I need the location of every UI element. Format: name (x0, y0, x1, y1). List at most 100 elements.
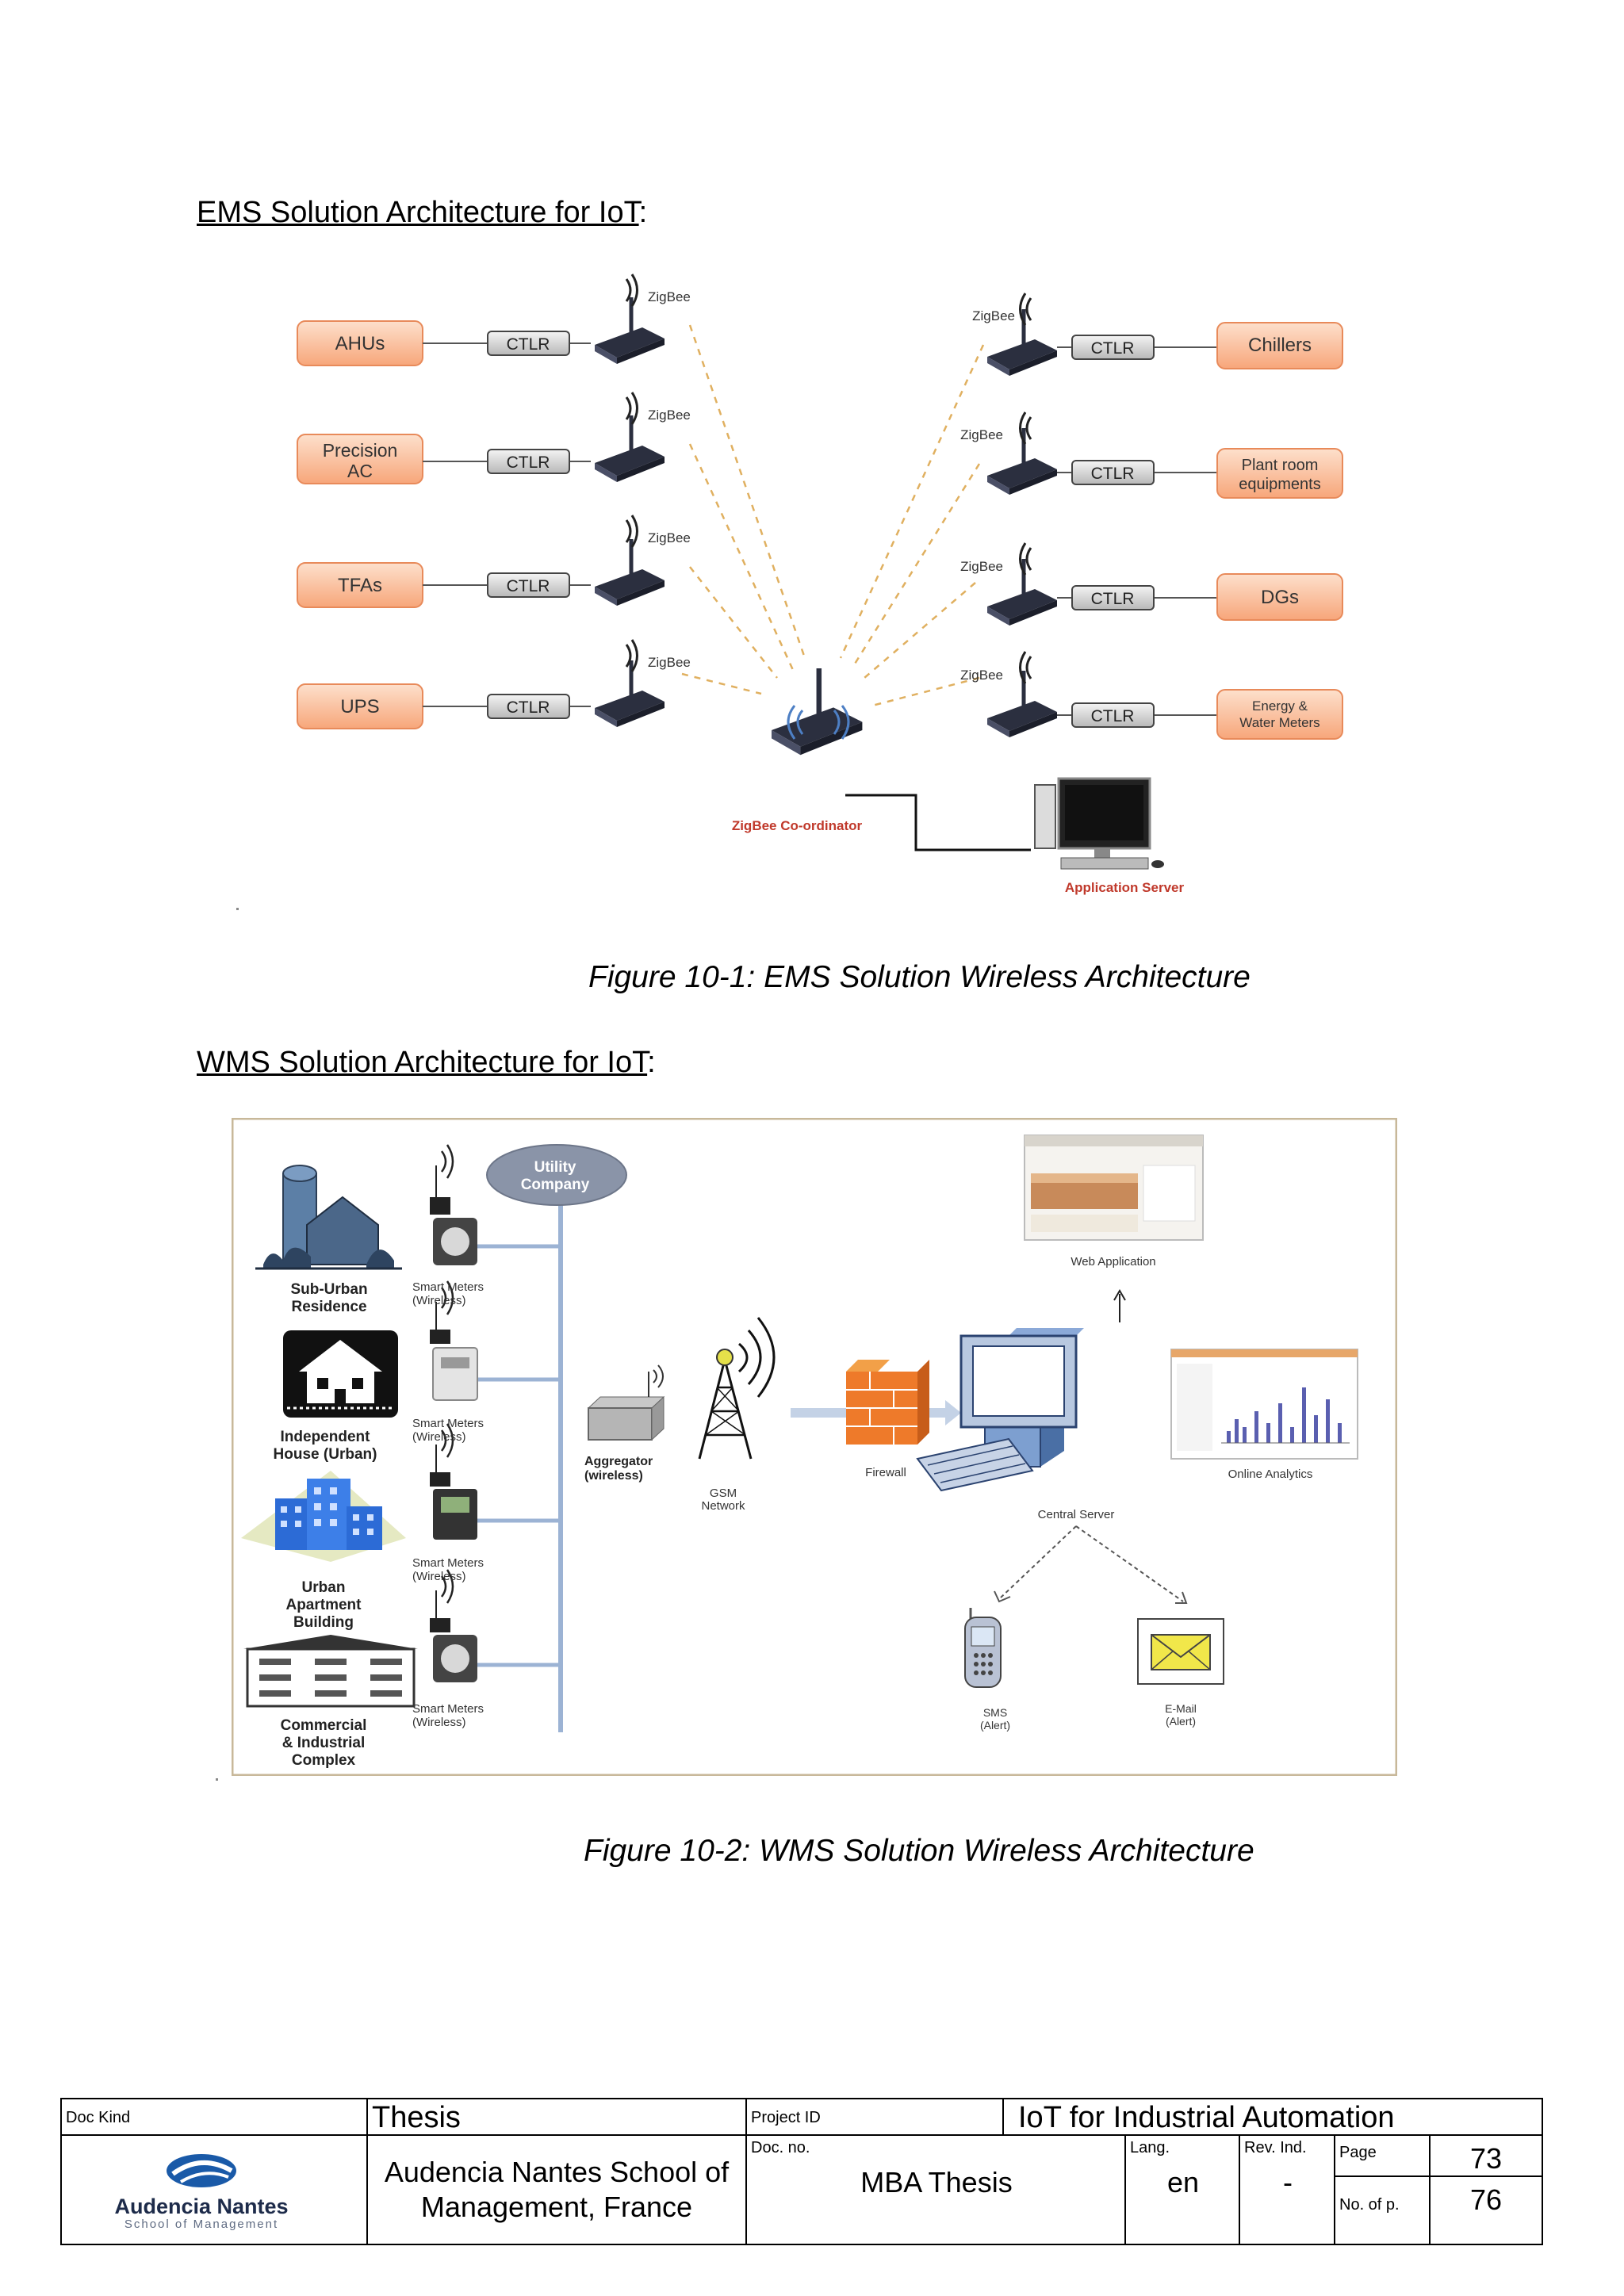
language-cell: Lang. en (1124, 2134, 1239, 2244)
svg-text:ZigBee Co-ordinator: ZigBee Co-ordinator (732, 818, 863, 833)
pages-label: No. of p. (1334, 2175, 1429, 2244)
rev-label: Rev. Ind. (1244, 2139, 1307, 2156)
figure-10-2-caption: Figure 10-2: WMS Solution Wireless Archi… (584, 1834, 1254, 1868)
svg-text:DGs: DGs (1261, 587, 1299, 608)
svg-text:Urban: Urban (302, 1579, 346, 1596)
svg-text:Building: Building (293, 1614, 354, 1631)
sms-alert: SMS (Alert) (964, 1608, 1010, 1732)
office-building-icon (243, 1635, 418, 1708)
site-commercial-industrial: Commercial & Industrial Complex (243, 1635, 418, 1769)
svg-text:CTLR: CTLR (1091, 339, 1135, 358)
organization-name: Audencia Nantes School of Management, Fr… (366, 2134, 745, 2244)
svg-text:Aggregator: Aggregator (584, 1455, 653, 1468)
svg-text:Application Server: Application Server (1065, 880, 1185, 895)
controller-box (1071, 335, 1155, 360)
svg-text:(Alert): (Alert) (980, 1719, 1010, 1732)
svg-text:Web Application: Web Application (1071, 1255, 1155, 1269)
svg-text:equipments: equipments (1239, 476, 1320, 493)
svg-text:& Industrial: & Industrial (282, 1735, 366, 1751)
svg-text:School of Management: School of Management (124, 2218, 278, 2231)
audencia-logo-icon: Audencia Nantes School of Management (114, 2154, 289, 2231)
online-analytics: Online Analytics (1170, 1349, 1358, 1481)
svg-text:Sub-Urban: Sub-Urban (290, 1281, 367, 1298)
svg-text:Smart Meters: Smart Meters (412, 1417, 484, 1430)
application-server: Application Server (1034, 777, 1185, 895)
figure-10-1-caption: Figure 10-1: EMS Solution Wireless Archi… (588, 960, 1251, 994)
controller-box (1071, 460, 1155, 485)
device-box-plant-room (1216, 448, 1343, 499)
ems-left-column: AHUs Precision AC TFAs UPS (297, 273, 691, 729)
svg-text:Energy &: Energy & (1252, 698, 1308, 714)
device-box-dgs (1216, 573, 1343, 621)
lang-label: Lang. (1130, 2139, 1170, 2156)
zigbee-coordinator: ZigBee Co-ordinator (732, 668, 863, 833)
svg-text:Firewall: Firewall (865, 1466, 906, 1479)
svg-text:Audencia Nantes: Audencia Nantes (114, 2195, 288, 2218)
total-pages: 76 (1429, 2175, 1542, 2244)
svg-text:Smart Meters: Smart Meters (412, 1280, 484, 1294)
svg-text:(Alert): (Alert) (1166, 1715, 1196, 1728)
svg-text:House (Urban): House (Urban) (274, 1446, 377, 1463)
web-application: Web Application (1024, 1135, 1204, 1322)
ems-right-column: ZigBee ZigBee ZigBee ZigBee CTLR CTLR CT… (960, 292, 1343, 740)
svg-text:CTLR: CTLR (507, 698, 550, 717)
svg-text:CTLR: CTLR (507, 453, 550, 472)
svg-text:Online Analytics: Online Analytics (1228, 1468, 1313, 1481)
aggregator: Aggregator (wireless) (584, 1364, 665, 1483)
device-label: AC (347, 461, 373, 481)
lang-value: en (1166, 2166, 1200, 2198)
svg-text:(wireless): (wireless) (584, 1469, 643, 1483)
controller-box (487, 694, 570, 719)
project-id-value: IoT for Industrial Automation (1002, 2099, 1542, 2136)
envelope-icon (1137, 1618, 1224, 1685)
page-label: Page (1334, 2134, 1429, 2175)
smart-meter-icon (430, 1144, 477, 1265)
svg-text:Complex: Complex (292, 1752, 356, 1769)
firewall: Firewall (846, 1360, 929, 1479)
email-alert: E-Mail (Alert) (1137, 1618, 1224, 1728)
device-box-precision-ac (297, 434, 423, 484)
smart-meter-icon (430, 1423, 477, 1540)
svg-text:SMS: SMS (983, 1706, 1007, 1719)
smart-meters: Smart Meters (Wireless) Smart Meters (Wi… (412, 1144, 484, 1729)
keyboard-icon (1060, 857, 1149, 870)
central-server: Central Server (916, 1328, 1114, 1521)
controller-box (487, 331, 570, 356)
gsm-tower-icon (698, 1317, 776, 1460)
svg-text:Apartment: Apartment (285, 1597, 362, 1613)
svg-text:CTLR: CTLR (1091, 707, 1135, 725)
controller-box (1071, 585, 1155, 610)
svg-text:Plant room: Plant room (1242, 457, 1319, 474)
device-label: UPS (340, 696, 379, 718)
svg-text:ZigBee: ZigBee (648, 655, 691, 670)
wms-heading: WMS Solution Architecture for IoT: (197, 1046, 656, 1079)
zigbee-links (681, 324, 985, 707)
router-icon (772, 668, 862, 755)
svg-text:Residence: Residence (291, 1299, 366, 1315)
controller-box (1071, 702, 1155, 728)
mobile-phone-icon (964, 1608, 1002, 1688)
computer-icon (916, 1328, 1084, 1492)
svg-text:(Wireless): (Wireless) (412, 1294, 466, 1307)
wms-diagram: Utility Company Sub-Urban Residence Inde… (232, 1118, 1397, 1776)
stray-dot (236, 908, 239, 910)
server-tower-icon (1034, 784, 1056, 849)
aggregator-icon (587, 1364, 665, 1441)
router-icon (595, 660, 665, 727)
svg-text:CTLR: CTLR (1091, 465, 1135, 483)
router-icon (595, 297, 665, 364)
router-icon (595, 539, 665, 606)
svg-text:Commercial: Commercial (281, 1717, 367, 1734)
device-label: Precision (323, 440, 398, 461)
device-label: TFAs (338, 575, 382, 596)
svg-text:Chillers: Chillers (1248, 335, 1312, 356)
svg-text:CTLR: CTLR (1091, 590, 1135, 608)
svg-text:Network: Network (701, 1499, 745, 1513)
svg-text:(Wireless): (Wireless) (412, 1570, 466, 1583)
gsm-network: GSM Network (698, 1317, 776, 1513)
svg-text:(Wireless): (Wireless) (412, 1430, 466, 1444)
svg-text:Company: Company (521, 1177, 590, 1193)
house-icon (283, 1330, 398, 1418)
site-independent-house: Independent House (Urban) (274, 1330, 398, 1463)
svg-text:Smart Meters: Smart Meters (412, 1702, 484, 1716)
